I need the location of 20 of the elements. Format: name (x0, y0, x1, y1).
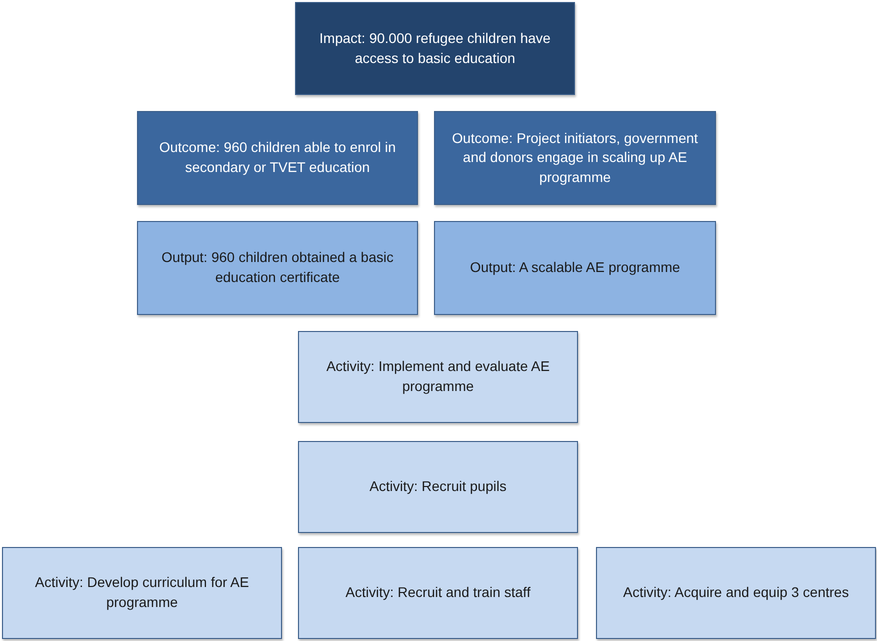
box-text: Activity: Acquire and equip 3 centres (622, 583, 850, 602)
activity-box (2, 547, 282, 639)
box-text: Impact: 90.000 refugee children have access to basic education (318, 28, 552, 68)
box-text: Activity: Recruit and train staff (344, 583, 532, 602)
box-text: Activity: Implement and evaluate AE programme (325, 357, 551, 396)
output-box (137, 221, 418, 315)
box-text: Activity: Recruit pupils (368, 477, 508, 496)
box-text: Activity: Develop curriculum for AE programme (34, 573, 250, 612)
impact-box (295, 2, 575, 95)
activity-box (298, 547, 578, 639)
box-text: Outcome: 960 children able to enrol in secondary or TVET education (158, 138, 397, 177)
box-text: Outcome: Project initiators, government and donors engage in scaling up AE programme (451, 128, 699, 187)
activity-box (298, 331, 578, 423)
output-box (434, 221, 716, 315)
outcome-box (434, 111, 716, 205)
box-text: Output: A scalable AE programme (468, 258, 682, 278)
outcome-box (137, 111, 418, 205)
activity-box (596, 547, 876, 639)
activity-box (298, 441, 578, 533)
box-text: Output: 960 children obtained a basic education certificate (160, 248, 394, 287)
